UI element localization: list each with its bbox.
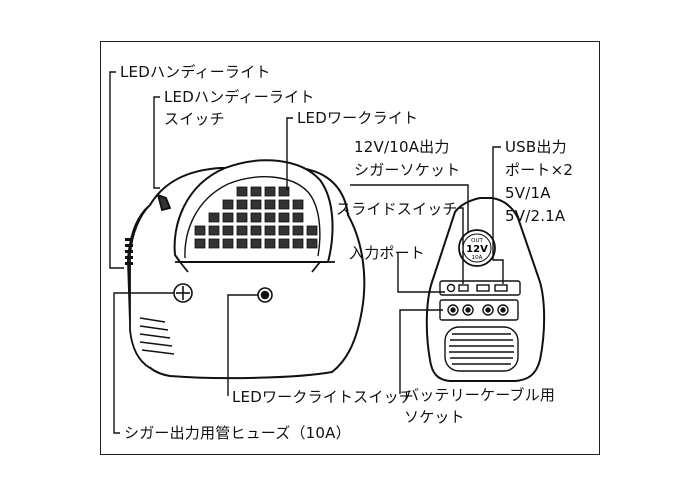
label-led-work-light: LEDワークライト	[297, 109, 419, 127]
label-fuse: シガー出力用管ヒューズ（10A）	[124, 424, 351, 442]
leader-lines	[109, 71, 504, 434]
work-light-switch	[257, 287, 273, 303]
diagram-frame	[100, 41, 600, 455]
socket-amp-marking: 10A	[472, 255, 483, 261]
battery-socket-strip	[439, 299, 519, 321]
label-led-handy-light: LEDハンディーライト	[120, 63, 271, 81]
label-battery-socket-line1: バッテリーケーブル用	[404, 386, 556, 404]
socket-volt-marking: 12V	[466, 244, 488, 255]
label-work-light-switch: LEDワークライトスイッチ	[232, 388, 414, 406]
cigar-socket	[458, 229, 496, 267]
label-battery-socket-line2: ソケット	[404, 408, 465, 426]
label-cigar-socket-line1: 12V/10A出力	[354, 138, 450, 156]
label-usb-port-line2: ポート×2	[505, 161, 574, 179]
panel-hinge	[175, 261, 335, 273]
socket-out-marking: OUT	[471, 238, 483, 244]
label-cigar-socket-line2: シガーソケット	[354, 161, 461, 179]
port-strip	[439, 280, 521, 296]
label-led-handy-switch-line2: スイッチ	[164, 110, 225, 128]
label-slide-switch: スライドスイッチ	[336, 200, 458, 218]
handy-light-switch-marks	[125, 238, 133, 265]
label-usb-port-line1: USB出力	[505, 138, 567, 156]
label-usb-port-line4: 5V/2.1A	[505, 207, 566, 225]
fuse-cap	[173, 283, 193, 303]
label-led-handy-switch-line1: LEDハンディーライト	[164, 88, 315, 106]
label-input-port: 入力ポート	[349, 244, 426, 262]
led-work-light-panel	[173, 159, 334, 263]
label-usb-port-line3: 5V/1A	[505, 184, 551, 202]
left-vent-lines	[139, 317, 175, 355]
led-grid	[194, 186, 318, 249]
speaker-grille	[444, 326, 519, 372]
